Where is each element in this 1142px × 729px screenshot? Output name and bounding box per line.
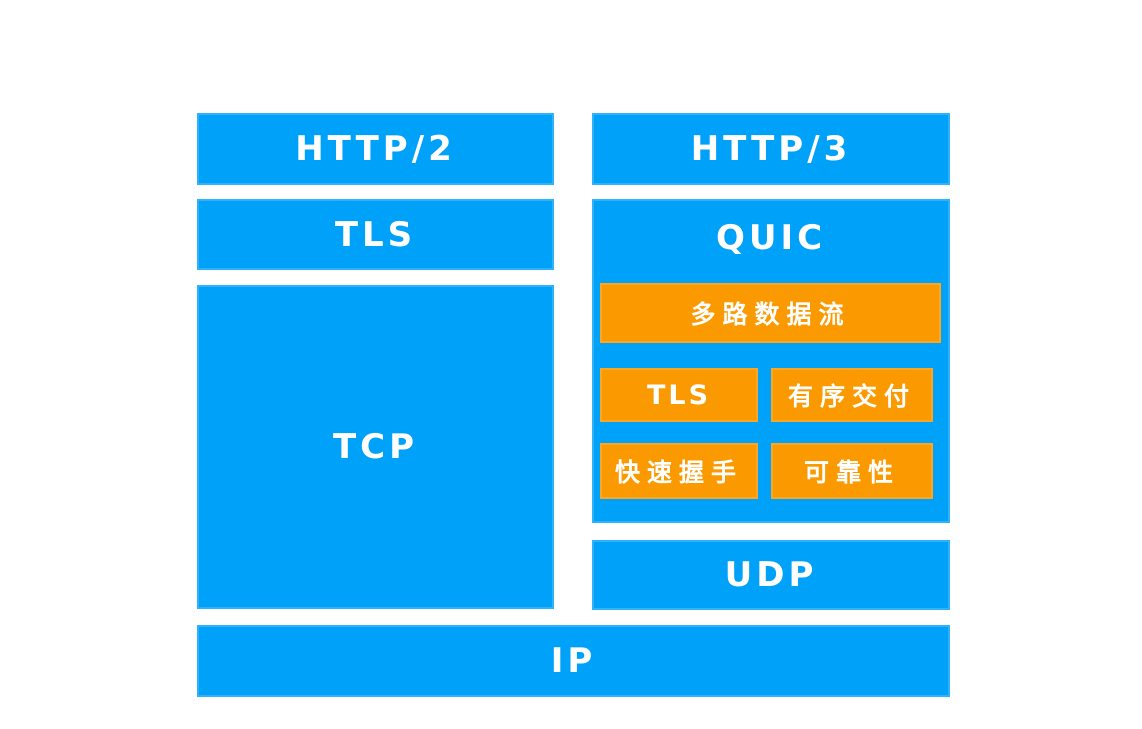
quic-box: QUIC 多路数据流 TLS 有序交付 快速握手 可靠性 [592,199,950,523]
ip-box: IP [197,625,950,697]
tcp-box: TCP [197,285,554,609]
http2-box: HTTP/2 [197,113,554,185]
quic-feature-multiplexed-streams: 多路数据流 [600,283,941,343]
quic-feature-tls: TLS [600,368,758,422]
quic-feature-fast-handshake: 快速握手 [600,443,758,499]
http3-box: HTTP/3 [592,113,950,185]
quic-label: QUIC [715,218,827,258]
quic-feature-ordered-delivery: 有序交付 [771,368,933,422]
udp-box: UDP [592,540,950,610]
quic-feature-reliability: 可靠性 [771,443,933,499]
tls-box: TLS [197,199,554,270]
